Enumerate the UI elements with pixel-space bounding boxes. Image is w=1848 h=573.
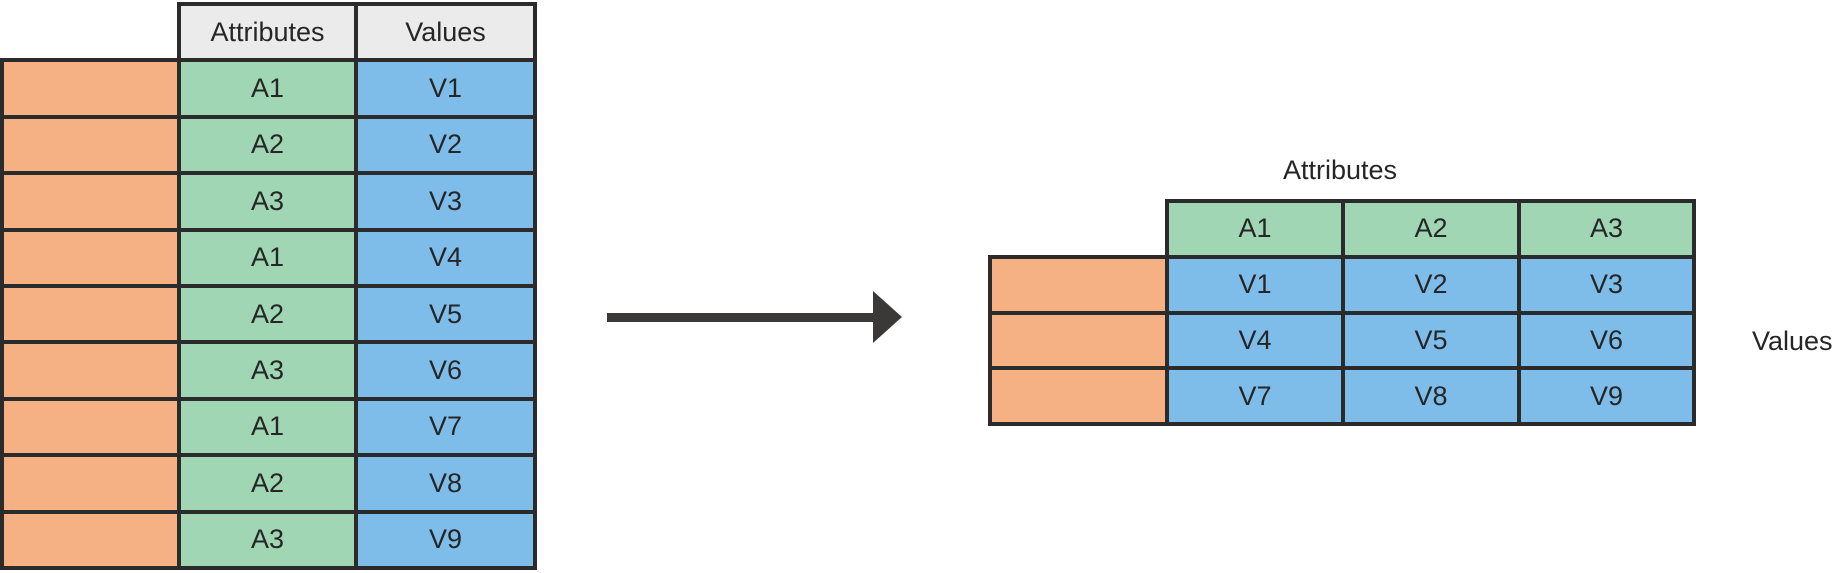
attribute-cell: A3 [177, 340, 358, 401]
key-cell [0, 171, 181, 232]
source-header-row: Attributes Values [2, 1, 537, 63]
values-column-header: Values [354, 1, 537, 63]
value-cell: V9 [1517, 366, 1696, 426]
table-row: A1 V1 [0, 58, 537, 119]
table-row: A1 V7 [0, 396, 537, 458]
right-arrow-head-icon [873, 291, 902, 343]
corner-spacer [2, 4, 179, 60]
table-row: V4 V5 V6 [988, 310, 1696, 371]
value-cell: V3 [354, 171, 537, 232]
value-cell: V8 [1341, 366, 1521, 426]
attribute-cell: A2 [177, 114, 358, 176]
attribute-cell: A3 [177, 509, 358, 571]
pivoted-header-row: A1 A2 A3 [990, 199, 1696, 259]
key-cell [988, 310, 1169, 371]
value-cell: V2 [1341, 254, 1521, 315]
key-cell [0, 453, 181, 514]
value-cell: V3 [1517, 254, 1696, 315]
key-cell [0, 396, 181, 458]
key-cell [0, 340, 181, 401]
attribute-cell: A2 [177, 283, 358, 345]
pivoted-table: A1 A2 A3 V1 V2 V3 V4 V5 V6 V7 V8 V9 [988, 199, 1696, 426]
table-row: A1 V4 [0, 227, 537, 288]
attribute-cell: A1 [177, 396, 358, 458]
key-cell [0, 283, 181, 345]
source-table: Attributes Values A1 V1 A2 V2 A3 V3 A1 V… [0, 1, 537, 571]
table-row: A3 V9 [0, 509, 537, 571]
attribute-cell: A1 [177, 58, 358, 119]
table-row: V7 V8 V9 [988, 366, 1696, 426]
value-cell: V7 [1165, 366, 1345, 426]
key-cell [988, 366, 1169, 426]
key-cell [0, 227, 181, 288]
attributes-column-header: Attributes [177, 1, 358, 63]
value-cell: V7 [354, 396, 537, 458]
key-cell [0, 509, 181, 571]
value-cell: V6 [1517, 310, 1696, 371]
attribute-header-cell: A1 [1165, 199, 1345, 259]
table-row: A2 V2 [0, 114, 537, 176]
table-row: A3 V3 [0, 171, 537, 232]
value-cell: V2 [354, 114, 537, 176]
key-cell [0, 58, 181, 119]
right-arrow-icon [607, 313, 875, 322]
value-cell: V1 [1165, 254, 1345, 315]
attribute-cell: A2 [177, 453, 358, 514]
attribute-cell: A1 [177, 227, 358, 288]
pivoted-attributes-label: Attributes [1282, 155, 1398, 185]
key-cell [988, 254, 1169, 315]
value-cell: V5 [1341, 310, 1521, 371]
corner-spacer [990, 201, 1167, 257]
value-cell: V4 [1165, 310, 1345, 371]
value-cell: V6 [354, 340, 537, 401]
pivoted-values-label: Values [1752, 326, 1833, 356]
table-row: A2 V8 [0, 453, 537, 514]
value-cell: V9 [354, 509, 537, 571]
value-cell: V8 [354, 453, 537, 514]
value-cell: V4 [354, 227, 537, 288]
key-cell [0, 114, 181, 176]
attribute-cell: A3 [177, 171, 358, 232]
table-row: A3 V6 [0, 340, 537, 401]
attribute-header-cell: A2 [1341, 199, 1521, 259]
value-cell: V1 [354, 58, 537, 119]
table-row: V1 V2 V3 [988, 254, 1696, 315]
attribute-header-cell: A3 [1517, 199, 1696, 259]
value-cell: V5 [354, 283, 537, 345]
table-row: A2 V5 [0, 283, 537, 345]
